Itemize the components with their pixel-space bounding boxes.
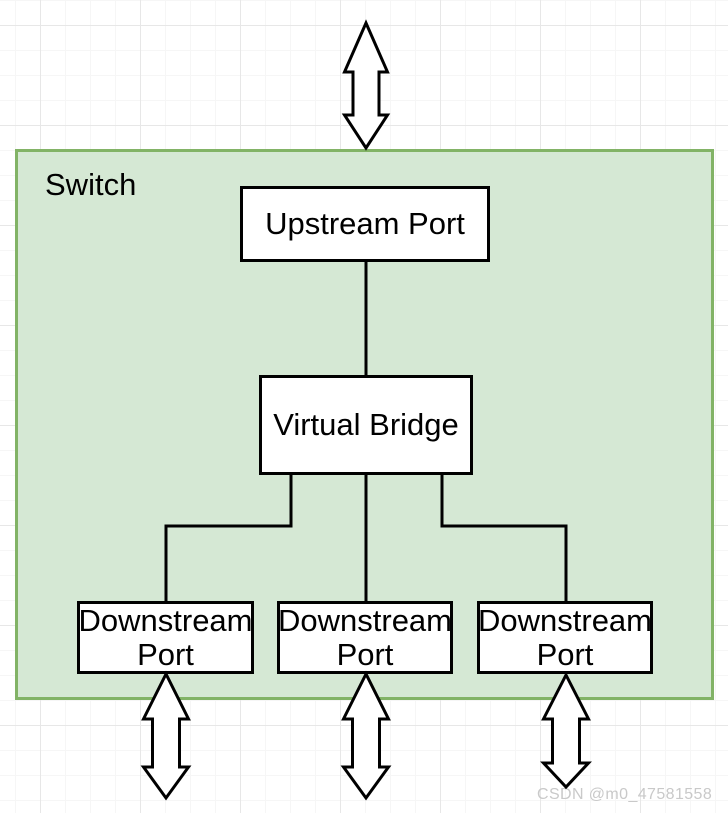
bidirectional-arrow-top-icon bbox=[341, 19, 391, 151]
watermark-text: CSDN @m0_47581558 bbox=[537, 786, 713, 803]
virtual-bridge-label: Virtual Bridge bbox=[273, 407, 459, 442]
upstream-port-node: Upstream Port bbox=[240, 186, 490, 262]
downstream-port-node-1: Downstream Port bbox=[77, 601, 254, 674]
downstream-port-2-label: Downstream Port bbox=[278, 602, 452, 672]
downstream-port-1-label: Downstream Port bbox=[78, 602, 253, 672]
virtual-bridge-node: Virtual Bridge bbox=[259, 375, 473, 475]
downstream-port-node-3: Downstream Port bbox=[477, 601, 653, 674]
downstream-port-3-label: Downstream Port bbox=[478, 602, 652, 672]
downstream-port-node-2: Downstream Port bbox=[277, 601, 453, 674]
switch-label: Switch bbox=[45, 167, 137, 202]
upstream-port-label: Upstream Port bbox=[265, 206, 465, 241]
